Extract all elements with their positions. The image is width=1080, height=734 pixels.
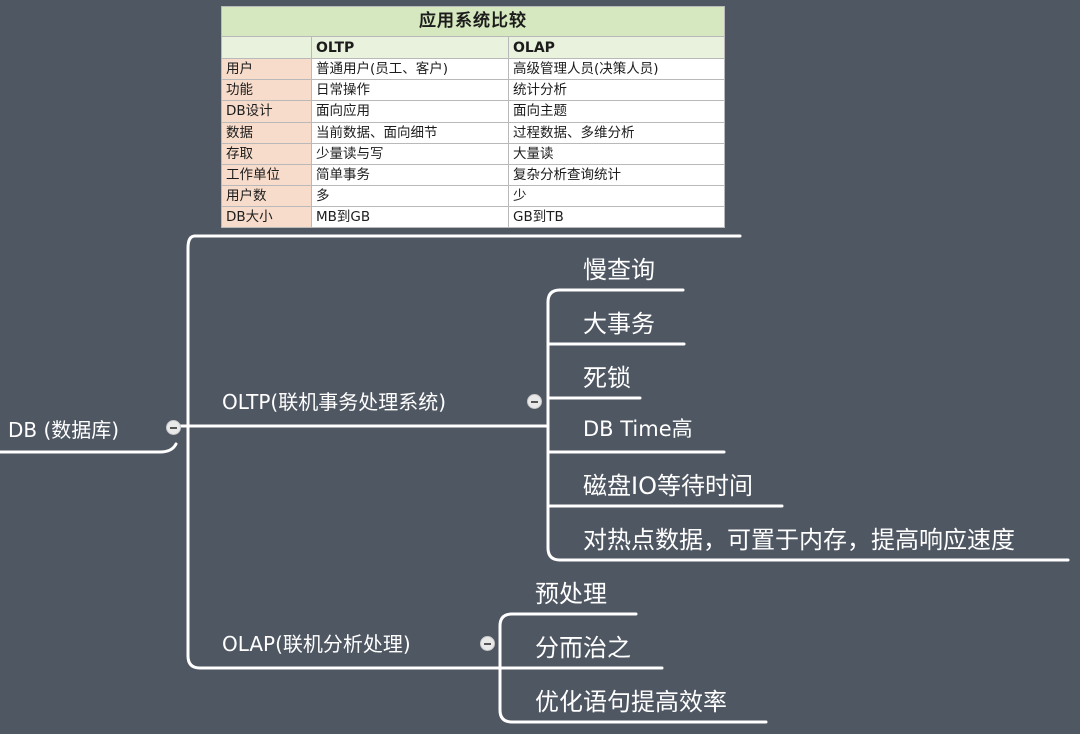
collapse-oltp-button[interactable]	[527, 394, 542, 409]
collapse-olap-button[interactable]	[480, 636, 495, 651]
table-row: DB大小 MB到GB GB到TB	[221, 205, 725, 229]
table-row-label: 工作单位	[221, 163, 312, 186]
oltp-child-slow-query[interactable]: 慢查询	[583, 256, 655, 284]
oltp-child-hot-data[interactable]: 对热点数据，可置于内存，提高响应速度	[583, 526, 1015, 554]
olap-child-divide-conquer[interactable]: 分而治之	[535, 634, 631, 662]
table-row-label: 数据	[221, 121, 312, 144]
oltp-child-big-transaction[interactable]: 大事务	[583, 310, 655, 338]
table-cell: 少	[508, 184, 725, 207]
oltp-child-trunk	[546, 288, 562, 562]
table-header-row: OLTP OLAP	[221, 36, 725, 60]
table-cell: 简单事务	[311, 163, 509, 186]
oltp-node[interactable]: OLTP(联机事务处理系统)	[222, 390, 447, 414]
table-row-label: 存取	[221, 142, 312, 165]
table-cell: MB到GB	[311, 205, 509, 229]
table-row-label: DB大小	[221, 205, 312, 229]
oltp-child-deadlock[interactable]: 死锁	[583, 364, 631, 392]
table-header-cell: OLAP	[508, 36, 725, 60]
root-underline	[0, 442, 178, 454]
table-row: 存取 少量读与写 大量读	[221, 142, 725, 165]
table-row: 用户 普通用户(员工、客户) 高级管理人员(决策人员)	[221, 58, 725, 81]
root-node[interactable]: DB (数据库)	[8, 418, 120, 442]
table-title-row: 应用系统比较	[221, 5, 725, 38]
table-title: 应用系统比较	[221, 5, 725, 38]
table-header-cell: OLTP	[311, 36, 509, 60]
collapse-root-button[interactable]	[166, 420, 181, 435]
olap-child-optimize-sql[interactable]: 优化语句提高效率	[535, 688, 727, 716]
oltp-child-db-time[interactable]: DB Time高	[583, 417, 693, 441]
table-cell: GB到TB	[508, 205, 725, 229]
table-row: 用户数 多 少	[221, 184, 725, 207]
table-cell: 统计分析	[508, 79, 725, 102]
table-row-label: 功能	[221, 79, 312, 102]
table-row-label: 用户	[221, 58, 312, 81]
table-row-label: 用户数	[221, 184, 312, 207]
table-header-cell	[221, 36, 312, 60]
oltp-child-disk-io-wait[interactable]: 磁盘IO等待时间	[583, 472, 753, 500]
table-row: 功能 日常操作 统计分析	[221, 79, 725, 102]
comparison-table: 应用系统比较 OLTP OLAP 用户 普通用户(员工、客户) 高级管理人员(决…	[221, 5, 725, 229]
table-cell: 面向应用	[311, 100, 509, 123]
olap-node[interactable]: OLAP(联机分析处理)	[222, 632, 411, 656]
olap-child-preprocess[interactable]: 预处理	[535, 580, 607, 608]
root-trunk	[186, 234, 202, 670]
table-row-label: DB设计	[221, 100, 312, 123]
